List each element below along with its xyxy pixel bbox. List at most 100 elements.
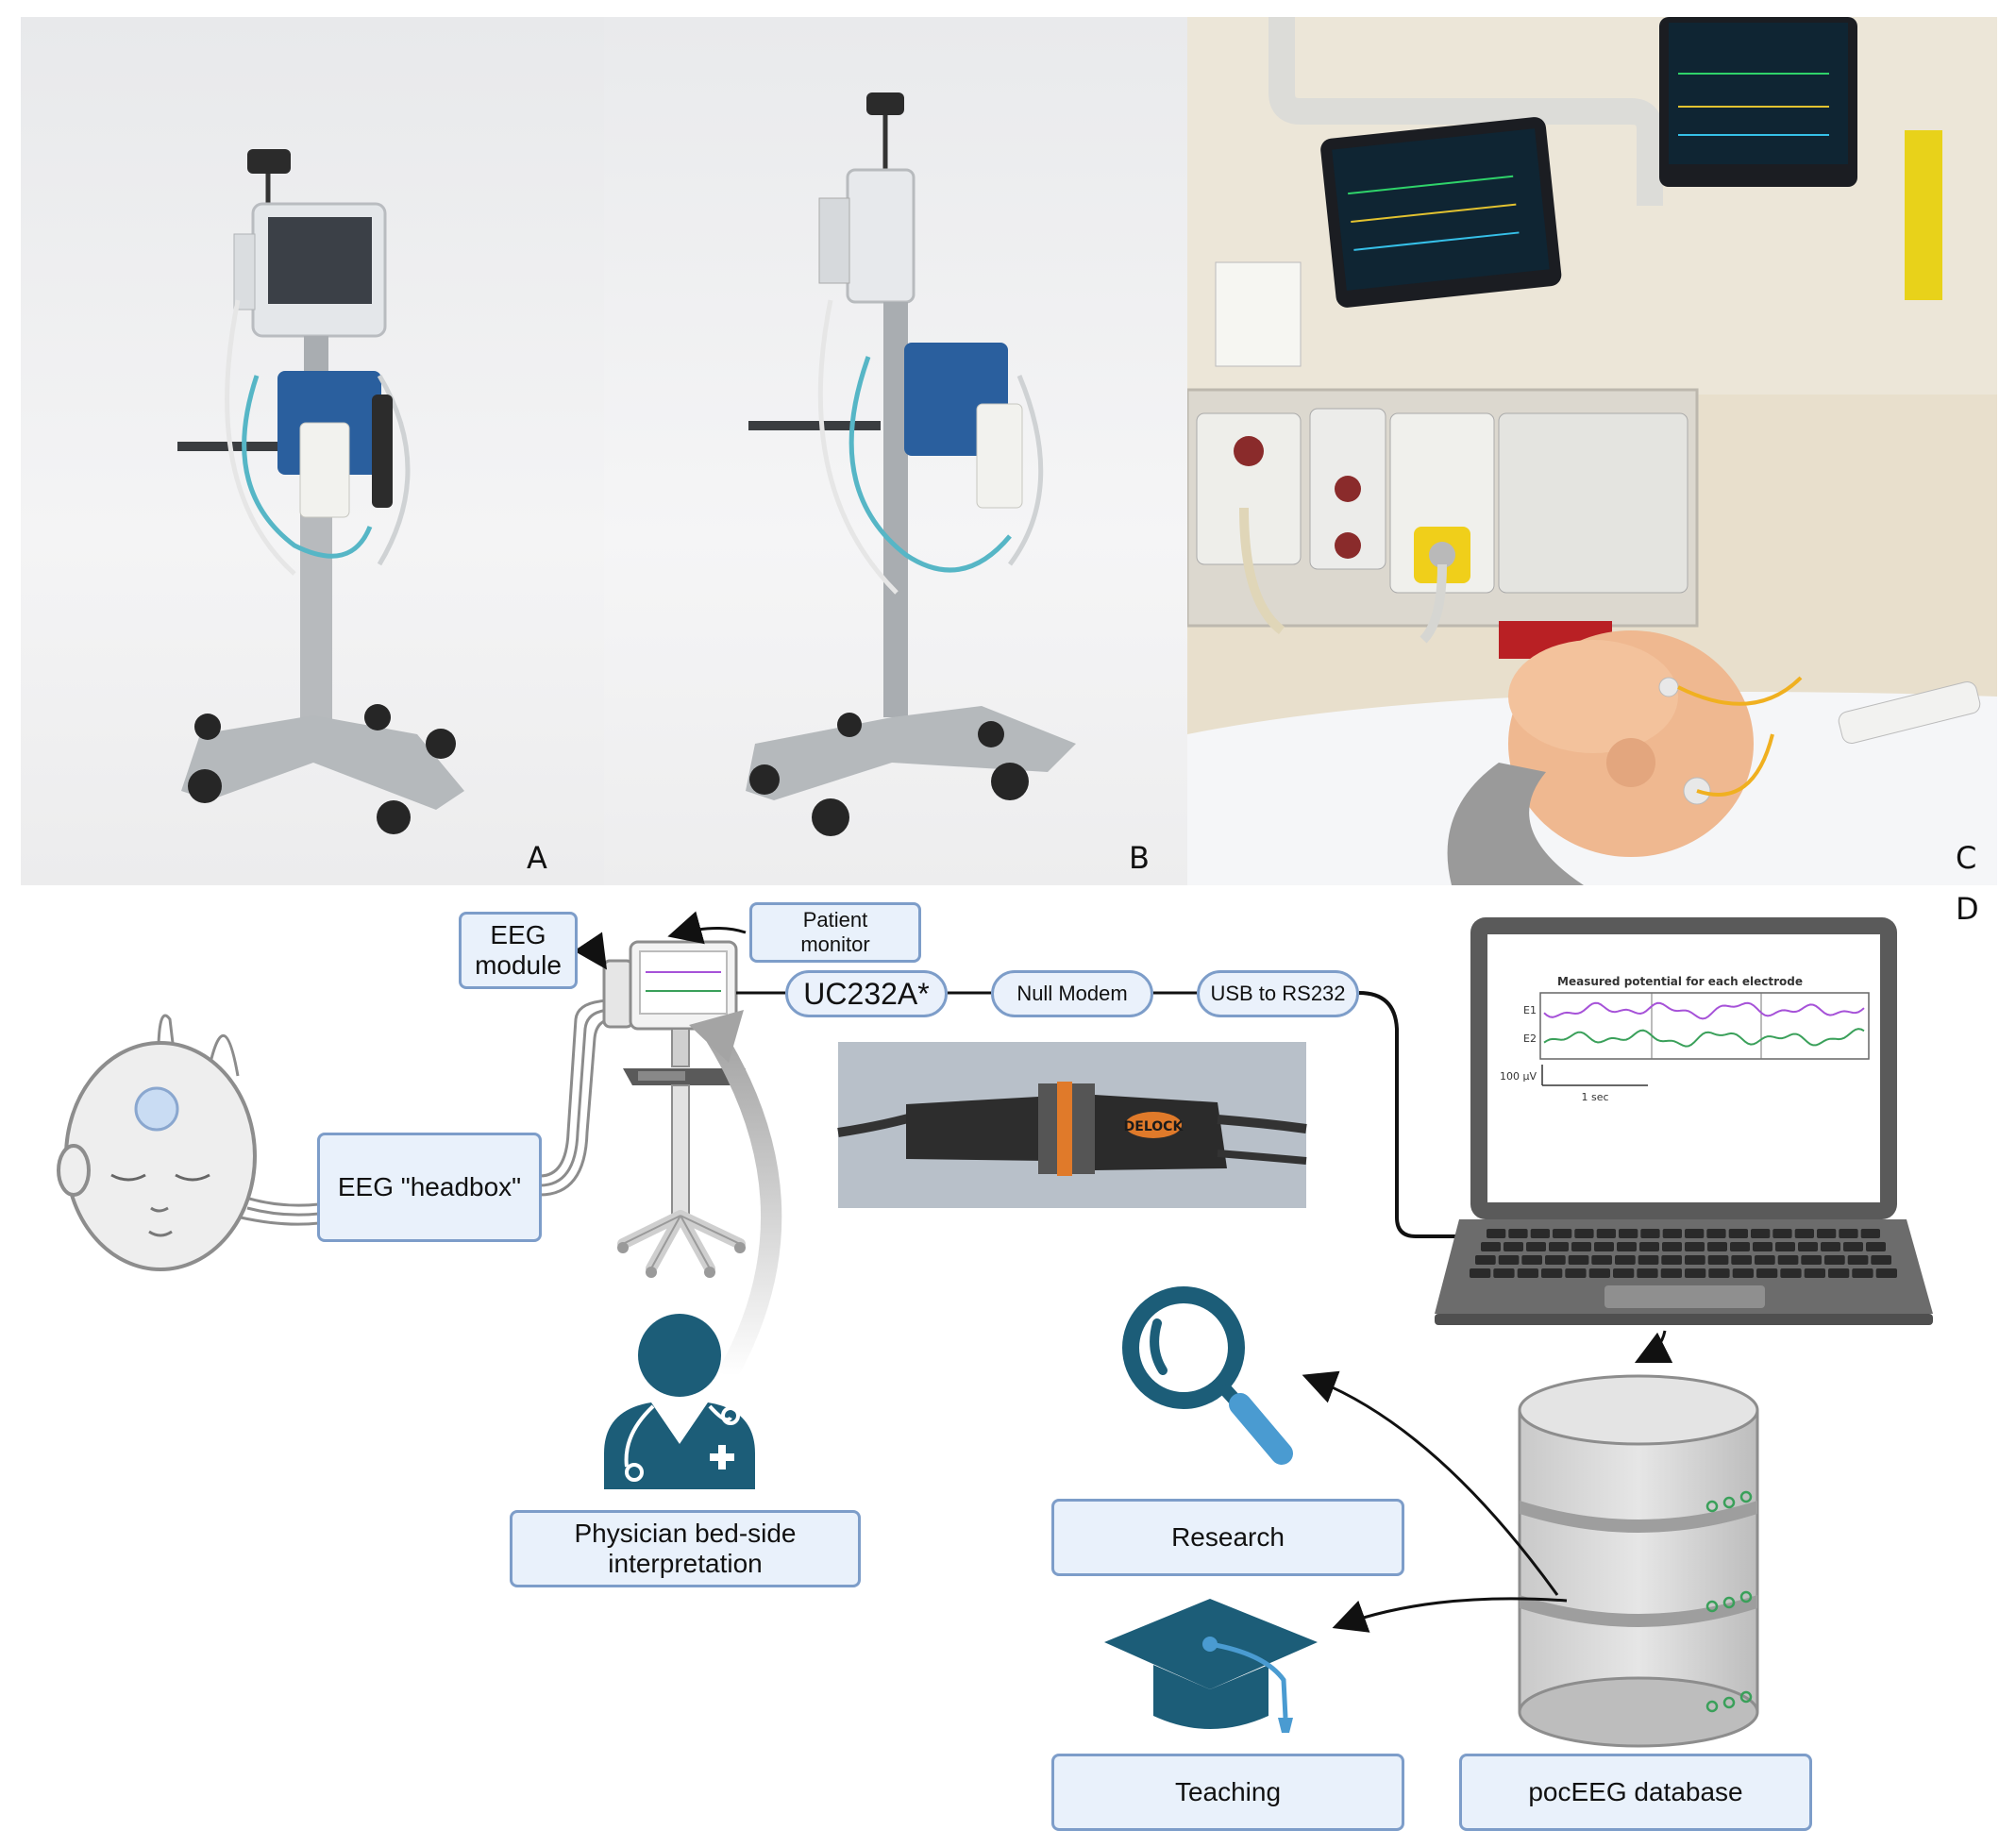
channel-e1-label: E1: [1523, 1004, 1537, 1016]
keyboard-key: [1817, 1229, 1837, 1238]
keyboard-key: [1751, 1229, 1771, 1238]
monitor-cart-photo-side: [746, 92, 1076, 836]
keyboard-key: [1588, 1268, 1610, 1278]
keyboard-key: [1804, 1268, 1825, 1278]
keyboard-key: [1794, 1229, 1814, 1238]
keyboard-key: [1568, 1255, 1589, 1265]
photo-panel-c: C: [1187, 17, 1997, 885]
graduation-cap-icon: [1104, 1599, 1318, 1733]
monitor-cart-photo-front: [177, 149, 464, 834]
keyboard-key: [1617, 1242, 1637, 1251]
physician-icon: [604, 1314, 755, 1489]
trace-e1: [1543, 1001, 1865, 1020]
keyboard-key: [1481, 1242, 1501, 1251]
laptop-keyboard: [1470, 1229, 1897, 1278]
keyboard-key: [1553, 1229, 1572, 1238]
keyboard-key: [1662, 1242, 1682, 1251]
eeg-module-box: EEG module: [459, 912, 578, 989]
keyboard-key: [1638, 1255, 1659, 1265]
keyboard-key: [1545, 1255, 1566, 1265]
keyboard-key: [1731, 1255, 1752, 1265]
keyboard-key: [1470, 1268, 1491, 1278]
keyboard-key: [1732, 1268, 1754, 1278]
laptop-screen-eeg: Measured potential for each electrode E1…: [1500, 975, 1870, 1103]
keyboard-key: [1706, 1229, 1726, 1238]
keyboard-key: [1640, 1229, 1660, 1238]
keyboard-key: [1780, 1268, 1802, 1278]
magnifier-icon: [1122, 1286, 1293, 1465]
database-icon: [1518, 1374, 1759, 1748]
monitor-cart-icon: [602, 940, 746, 1278]
keyboard-key: [1860, 1229, 1880, 1238]
usb-adapter-photo: DELOCK: [837, 1042, 1307, 1208]
keyboard-key: [1596, 1229, 1616, 1238]
keyboard-key: [1517, 1268, 1538, 1278]
database-box: pocEEG database: [1459, 1754, 1812, 1831]
panel-label-c: C: [1956, 840, 1977, 876]
keyboard-key: [1613, 1268, 1635, 1278]
keyboard-key: [1847, 1255, 1869, 1265]
keyboard-key: [1756, 1268, 1778, 1278]
panel-label-d: D: [1956, 891, 1979, 927]
channel-e2-label: E2: [1523, 1033, 1537, 1045]
icu-bedside-photo: [1187, 17, 1997, 885]
scale-time-label: 1 sec: [1581, 1091, 1608, 1103]
keyboard-key: [1772, 1229, 1792, 1238]
teaching-box: Teaching: [1051, 1754, 1404, 1831]
keyboard-key: [1708, 1268, 1730, 1278]
keyboard-key: [1571, 1242, 1591, 1251]
keyboard-key: [1828, 1268, 1850, 1278]
keyboard-key: [1594, 1242, 1614, 1251]
keyboard-key: [1639, 1242, 1659, 1251]
keyboard-key: [1685, 1229, 1705, 1238]
keyboard-key: [1821, 1242, 1840, 1251]
keyboard-key: [1508, 1229, 1528, 1238]
null-modem-pill: Null Modem: [991, 970, 1153, 1017]
keyboard-key: [1843, 1242, 1863, 1251]
keyboard-key: [1504, 1242, 1523, 1251]
adapter-brand-label: DELOCK: [1124, 1119, 1184, 1134]
keyboard-key: [1685, 1255, 1705, 1265]
keyboard-key: [1526, 1242, 1546, 1251]
keyboard-key: [1549, 1242, 1569, 1251]
keyboard-key: [1521, 1255, 1542, 1265]
keyboard-key: [1755, 1255, 1775, 1265]
keyboard-key: [1707, 1242, 1727, 1251]
keyboard-key: [1824, 1255, 1845, 1265]
keyboard-key: [1637, 1268, 1658, 1278]
screen-title: Measured potential for each electrode: [1557, 975, 1803, 988]
keyboard-key: [1728, 1229, 1748, 1238]
keyboard-key: [1498, 1255, 1520, 1265]
physician-interpretation-box: Physician bed-side interpretation: [510, 1510, 861, 1587]
keyboard-key: [1866, 1242, 1886, 1251]
research-box: Research: [1051, 1499, 1404, 1576]
patient-monitor-box: Patient monitor: [749, 902, 921, 963]
keyboard-key: [1591, 1255, 1612, 1265]
keyboard-key: [1619, 1229, 1638, 1238]
keyboard-key: [1798, 1242, 1818, 1251]
photo-panel-a: A: [21, 17, 604, 885]
keyboard-key: [1661, 1255, 1682, 1265]
keyboard-key: [1753, 1242, 1772, 1251]
keyboard-key: [1541, 1268, 1563, 1278]
photo-panel-b: B: [604, 17, 1187, 885]
keyboard-key: [1530, 1229, 1550, 1238]
uc232a-pill: UC232A*: [785, 970, 948, 1017]
keyboard-key: [1615, 1255, 1636, 1265]
keyboard-key: [1685, 1242, 1705, 1251]
keyboard-key: [1493, 1268, 1515, 1278]
keyboard-key: [1685, 1268, 1706, 1278]
keyboard-key: [1852, 1268, 1873, 1278]
keyboard-key: [1662, 1229, 1682, 1238]
scale-voltage-label: 100 µV: [1500, 1070, 1537, 1083]
keyboard-key: [1565, 1268, 1587, 1278]
keyboard-key: [1777, 1255, 1799, 1265]
gaze-arrow: [689, 1010, 782, 1382]
keyboard-key: [1574, 1229, 1594, 1238]
panel-label-b: B: [1129, 840, 1150, 876]
keyboard-key: [1801, 1255, 1822, 1265]
keyboard-key: [1871, 1255, 1891, 1265]
keyboard-key: [1660, 1268, 1682, 1278]
keyboard-key: [1707, 1255, 1729, 1265]
